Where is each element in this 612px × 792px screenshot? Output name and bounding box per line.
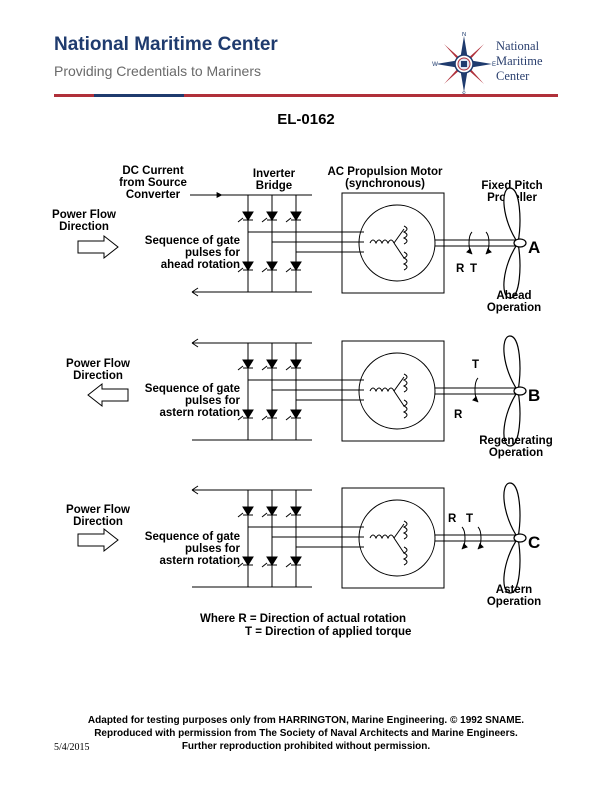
legend-line-t: T = Direction of applied torque [245,626,411,638]
operation-line: Operation [487,302,541,314]
logo-wordmark: National Maritime Center [496,39,543,84]
power-flow-line: Power Flow [52,209,116,221]
rt-legend: Where R = Direction of actual rotation T… [200,613,411,638]
propeller-icon [503,187,527,299]
shaft [435,239,518,247]
dc-current-line: Converter [126,189,181,201]
document-code: EL-0162 [277,111,335,128]
gate-pulse-line: pulses for [185,247,240,259]
panel-c: Power Flow Direction Sequence of gate pu… [66,482,541,608]
org-tagline: Providing Credentials to Mariners [54,63,261,79]
inverter-bridge-label: Inverter Bridge [253,168,296,192]
propeller-icon [503,335,527,447]
ac-motor-line: (synchronous) [345,178,425,190]
footer-line: Reproduced with permission from The Soci… [94,728,518,739]
inverter-bridge [237,490,302,587]
power-flow-label: Power Flow Direction [66,504,130,528]
ac-leads [248,231,364,253]
dc-current-line: DC Current [122,165,184,177]
gate-pulse-label: Sequence of gate pulses for ahead rotati… [145,235,241,271]
inverter-label-line: Bridge [256,180,292,192]
ac-leads [248,379,364,401]
inverter-label-line: Inverter [253,168,296,180]
gate-pulse-line: astern rotation [159,555,240,567]
power-flow-line: Direction [73,370,123,382]
rotation-arrows [461,526,484,550]
operation-label: Regenerating Operation [479,435,553,459]
logo-line: Center [496,69,530,83]
rotation-arrows [472,377,479,403]
document-date: 5/4/2015 [54,742,90,753]
shaft [435,387,518,395]
power-flow-line: Power Flow [66,504,130,516]
operation-label: Ahead Operation [487,290,541,314]
t-label: T [470,263,477,275]
power-flow-label: Power Flow Direction [66,358,130,382]
r-label: R [448,513,457,525]
rotation-arrows [466,231,492,255]
panel-a: Power Flow Direction Sequence of gate pu… [52,187,541,314]
panel-letter: B [528,386,540,405]
inverter-bridge [237,195,302,292]
r-label: R [456,263,465,275]
power-flow-line: Direction [73,516,123,528]
gate-pulse-line: Sequence of gate [145,235,240,247]
gate-pulse-line: Sequence of gate [145,531,240,543]
gate-pulse-line: ahead rotation [161,259,240,271]
ac-motor-line: AC Propulsion Motor [328,166,444,178]
compass-letter-w: W [432,62,438,68]
compass-letter-n: N [462,32,466,38]
footer-line: Adapted for testing purposes only from H… [87,715,525,726]
gate-pulse-label: Sequence of gate pulses for astern rotat… [145,383,241,419]
operation-line: Operation [489,447,543,459]
shaft [435,534,518,542]
gate-pulse-label: Sequence of gate pulses for astern rotat… [145,531,241,567]
dc-current-label: DC Current from Source Converter [119,165,187,201]
gate-pulse-line: astern rotation [159,407,240,419]
power-flow-line: Power Flow [66,358,130,370]
t-label: T [472,359,479,371]
ac-motor-label: AC Propulsion Motor (synchronous) [328,166,444,190]
logo-line: Maritime [496,54,543,68]
operation-line: Operation [487,596,541,608]
operation-line: Astern [496,584,532,596]
r-label: R [454,409,463,421]
operation-line: Regenerating [479,435,553,447]
ac-motor [341,487,445,589]
propeller-icon [503,482,527,594]
ac-motor [341,340,445,442]
inverter-bridge [237,343,302,440]
power-flow-right-arrow [77,527,119,553]
power-flow-label: Power Flow Direction [52,209,116,233]
ac-leads [248,526,364,548]
ac-motor [341,192,445,294]
org-title: National Maritime Center [54,34,278,55]
gate-pulse-line: pulses for [185,543,240,555]
fixed-pitch-line: Fixed Pitch [481,180,542,192]
compass-rose-icon [436,36,492,92]
legend-line-r: Where R = Direction of actual rotation [200,613,406,625]
gate-pulse-line: Sequence of gate [145,383,240,395]
gate-pulse-line: pulses for [185,395,240,407]
header-rule [54,94,558,97]
power-flow-left-arrow [87,382,129,408]
footer-line: Further reproduction prohibited without … [181,741,431,752]
panel-letter: C [528,533,540,552]
panel-b: Power Flow Direction Sequence of gate pu… [66,335,553,459]
panel-letter: A [528,238,540,257]
t-label: T [466,513,473,525]
power-flow-line: Direction [59,221,109,233]
dc-current-line: from Source [119,177,187,189]
copyright-footer: Adapted for testing purposes only from H… [0,714,612,753]
compass-rose-logo: N E S W [432,32,496,96]
power-flow-right-arrow [77,234,119,260]
compass-letter-e: E [492,62,496,68]
operation-label: Astern Operation [487,584,541,608]
operation-line: Ahead [496,290,531,302]
logo-line: National [496,39,540,53]
